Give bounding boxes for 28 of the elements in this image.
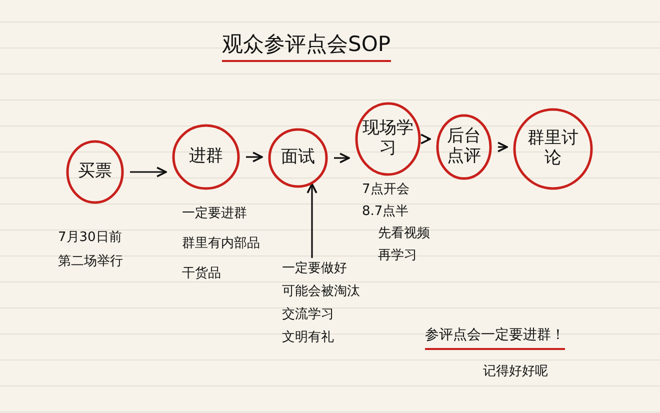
note-text: 先看视频 [378, 225, 430, 242]
circled-step: 面试 [268, 128, 328, 188]
note-text: 可能会被淘汰 [282, 284, 360, 300]
note-text: 文明有礼 [282, 330, 334, 346]
underlined-note: 参评点会一定要进群！ [425, 326, 565, 350]
circled-step: 后台点评 [436, 114, 492, 180]
note-text: 一定要做好 [282, 262, 347, 277]
circled-step: 群里讨论 [513, 108, 593, 190]
arrow [306, 183, 318, 258]
note-text: 记得好好呢 [483, 363, 548, 380]
circled-step: 买票 [66, 140, 124, 204]
arrow [334, 152, 350, 164]
note-text: 再学习 [378, 247, 417, 264]
circled-step: 进群 [172, 124, 240, 190]
note-text: 第二场举行 [58, 253, 123, 270]
note-text: 交流学习 [282, 308, 334, 323]
note-text: 8.7点半 [362, 203, 409, 220]
arrow [497, 142, 508, 152]
arrow [130, 166, 167, 178]
note-text: 群里有内部品 [182, 235, 260, 252]
arrow [246, 152, 263, 162]
arrow [420, 134, 431, 144]
title: 观众参评点会SOP [222, 30, 391, 62]
note-text: 7月30日前 [58, 229, 122, 246]
note-text: 干货品 [182, 265, 221, 282]
note-text: 7点开会 [362, 181, 410, 198]
circled-step: 现场学习 [355, 102, 421, 176]
note-text: 一定要进群 [182, 205, 247, 222]
